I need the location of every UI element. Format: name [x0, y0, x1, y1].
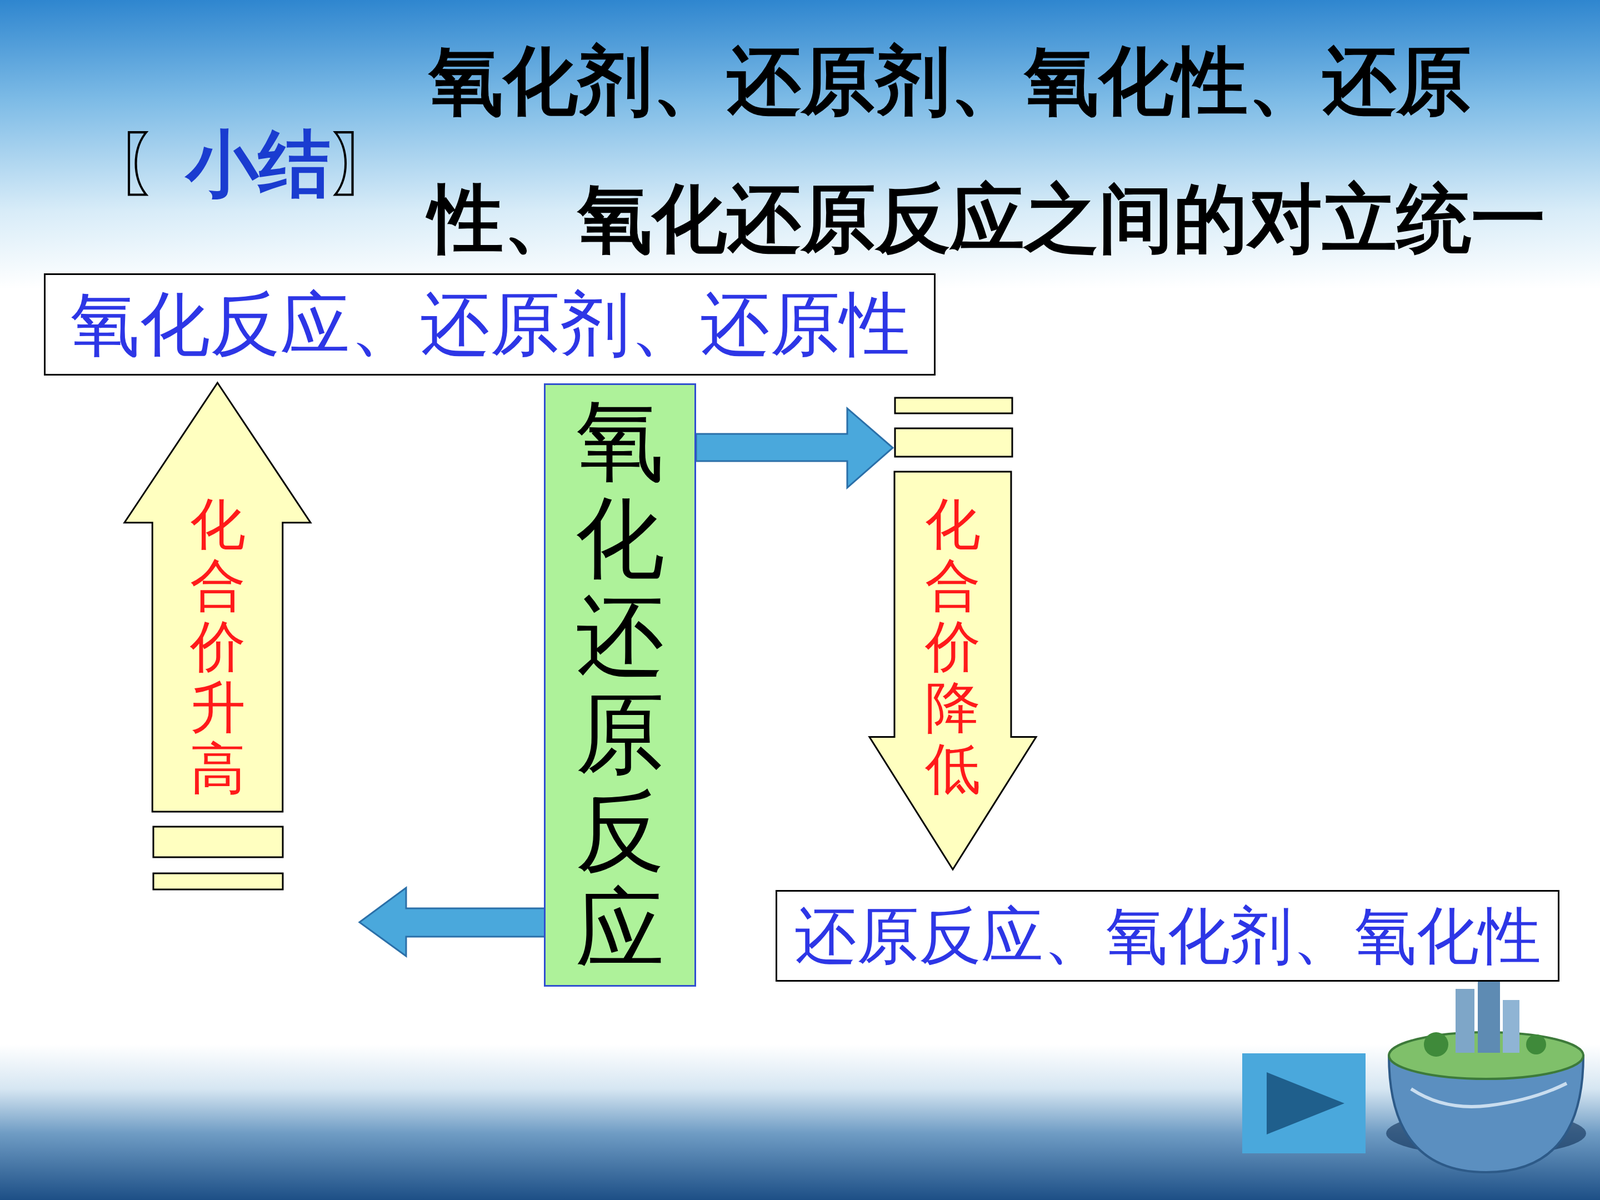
down-arrow: 化合价降低 — [869, 471, 1037, 870]
title: 氧化剂、还原剂、氧化性、还原性、氧化还原反应之间的对立统一 — [428, 12, 1557, 288]
equals-bar — [895, 428, 1013, 457]
node-text: 氧化反应、还原剂、还原性 — [70, 282, 910, 367]
center-box: 氧化还原反应 — [543, 383, 697, 987]
block-arrow — [696, 408, 893, 488]
equals-bar — [153, 873, 283, 890]
equals-bar — [895, 397, 1013, 414]
node-text: 化合价降低 — [925, 493, 981, 800]
arrow-outline — [124, 382, 311, 812]
heading-label: 〗 — [330, 121, 403, 207]
concept-box: 氧化反应、还原剂、还原性 — [43, 273, 936, 376]
concept-box: 还原反应、氧化剂、氧化性 — [775, 890, 1560, 982]
heading-label: 〖 — [113, 121, 187, 207]
block-arrow — [359, 887, 547, 957]
play-button — [1242, 1053, 1366, 1154]
node-text: 氧化还原反应 — [575, 391, 665, 979]
arrow-outline — [869, 471, 1037, 870]
heading-label: 小结 — [186, 121, 331, 207]
equals-bar — [153, 826, 283, 858]
summary-heading: 〖小结〗 — [113, 119, 403, 209]
globe-decoration — [1386, 977, 1587, 1173]
node-text: 化合价升高 — [190, 493, 246, 800]
up-arrow: 化合价升高 — [124, 382, 311, 812]
node-text: 还原反应、氧化剂、氧化性 — [794, 898, 1542, 973]
play-icon — [1266, 1072, 1345, 1135]
